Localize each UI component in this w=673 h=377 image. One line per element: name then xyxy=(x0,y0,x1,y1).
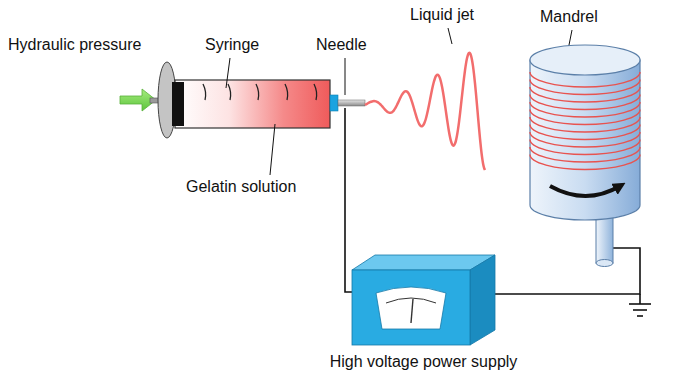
part-label: Syringe xyxy=(205,36,259,54)
ground-symbol xyxy=(629,294,651,316)
fibre-wrap xyxy=(530,110,640,125)
fibre-wrap xyxy=(530,102,640,117)
jet-path xyxy=(365,53,485,170)
part-label: Needle xyxy=(316,36,367,54)
mandrel xyxy=(530,45,640,267)
fibre-wrap xyxy=(530,125,640,140)
fibre-wrap xyxy=(530,132,640,147)
fibre-wrap xyxy=(530,147,640,162)
fibre-wrap xyxy=(530,117,640,132)
fibre-wrap xyxy=(530,140,640,155)
leader-line xyxy=(226,28,572,175)
power-supply-box xyxy=(350,253,497,347)
power-supply: High voltage power supply xyxy=(350,253,497,347)
fibre-wrap xyxy=(530,155,640,170)
part-label: Liquid jet xyxy=(410,6,474,24)
fibre-wrap xyxy=(530,95,640,110)
part-label: Gelatin solution xyxy=(186,178,296,196)
syringe xyxy=(150,62,365,138)
part-label: Mandrel xyxy=(540,8,598,26)
fibre-wrap xyxy=(530,87,640,102)
node-label: High voltage power supply xyxy=(330,353,518,371)
fibre-wrap xyxy=(530,80,640,95)
liquid-jet xyxy=(365,53,485,170)
fibre-wrap xyxy=(530,72,640,87)
part-label: Hydraulic pressure xyxy=(8,36,141,54)
